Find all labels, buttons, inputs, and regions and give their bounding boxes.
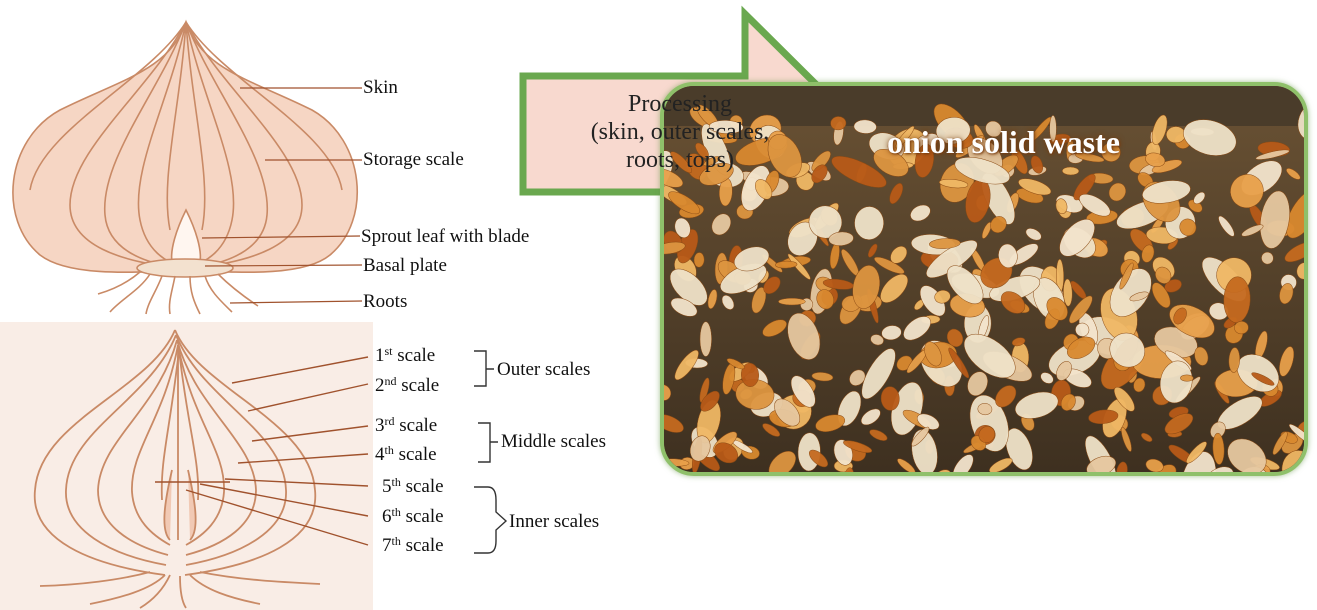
label-scale-2: 2nd scale xyxy=(375,376,439,395)
onion-peel xyxy=(700,322,712,357)
label-storage-scale: Storage scale xyxy=(363,150,464,169)
onion-peel xyxy=(1180,375,1193,382)
outer-scales-bracket xyxy=(474,351,494,386)
label-scale-3: 3rd scale xyxy=(375,416,437,435)
label-scale-5: 5th scale xyxy=(382,477,444,496)
middle-scales-bracket xyxy=(478,423,498,462)
arrow-line-3: roots, tops) xyxy=(530,146,830,174)
label-inner-scales: Inner scales xyxy=(509,512,599,531)
label-scale-4: 4th scale xyxy=(375,445,437,464)
processing-arrow-text: Processing (skin, outer scales, roots, t… xyxy=(530,90,830,174)
label-scale-6: 6th scale xyxy=(382,507,444,526)
arrow-line-1: Processing xyxy=(530,90,830,118)
onion-peel xyxy=(1166,126,1185,143)
top-onion xyxy=(13,22,357,314)
onion-peel xyxy=(1062,167,1079,175)
label-sprout-leaf: Sprout leaf with blade xyxy=(361,227,529,246)
group-brackets xyxy=(474,351,506,553)
arrow-line-2: (skin, outer scales, xyxy=(530,118,830,146)
label-roots: Roots xyxy=(363,292,407,311)
label-outer-scales: Outer scales xyxy=(497,360,590,379)
label-middle-scales: Middle scales xyxy=(501,432,606,451)
label-scale-7: 7th scale xyxy=(382,536,444,555)
photo-title: onion solid waste xyxy=(887,124,1120,161)
inner-scales-bracket xyxy=(474,487,506,553)
label-skin: Skin xyxy=(363,78,398,97)
label-basal-plate: Basal plate xyxy=(363,256,447,275)
label-scale-1: 1st scale xyxy=(375,346,435,365)
onion-peel xyxy=(778,298,805,305)
